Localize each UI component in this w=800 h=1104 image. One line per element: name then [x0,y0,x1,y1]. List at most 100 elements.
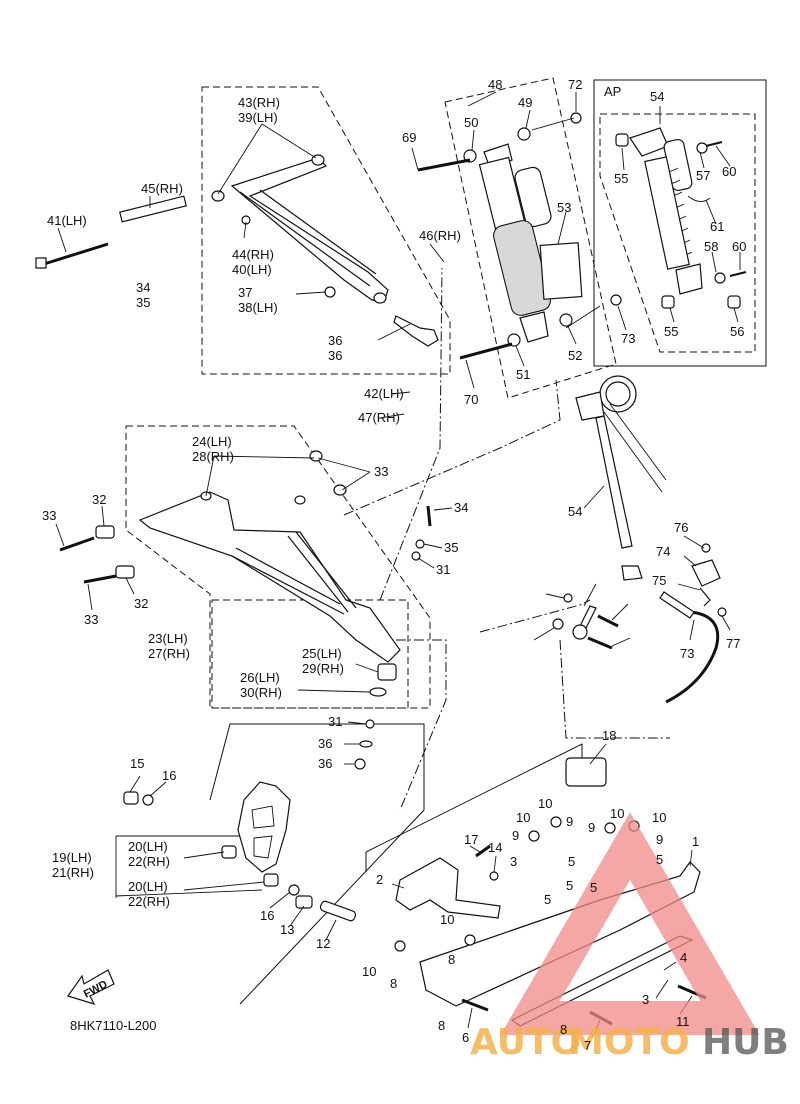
bushing-25 [377,663,397,681]
callout-14: 13 [280,922,294,937]
washer-67b [610,294,622,306]
callout-8b: 8 [390,976,397,991]
bolt-74 [587,636,613,650]
callout-72: 77 [726,636,740,651]
bolt-65 [417,158,471,172]
ski-mount-18 [565,757,607,787]
callout-10c: 10 [652,810,666,825]
callout-68: 73 [680,646,694,661]
guide-spindle-left [360,639,447,811]
callout-27: 27(RH) [148,646,190,661]
cable-68-end [659,591,695,619]
lower-arm-body [138,491,401,663]
callout-17: 17 [464,832,478,847]
callout-19: 19(LH) [52,850,92,865]
bushing-32b [115,565,135,579]
callout-labels: AP 8HK7110-L200 43(RH) 39(LH) 45(RH) 41(… [42,77,746,1053]
lower-arm-bushing-mid [294,495,306,505]
lower-a-arm [59,450,432,770]
callout-71: 76 [674,520,688,535]
lower-arm-hardware-box [211,599,409,709]
callout-18: 18 [602,728,616,743]
callout-36a: 35 [444,540,458,555]
cable-68 [665,610,720,704]
washer-26 [369,687,387,697]
callout-1: 1 [692,834,699,849]
callout-64: 61 [710,219,724,234]
lower-arm-group-box [125,425,431,709]
callout-44: 36 [328,348,342,363]
spindle-pockets [251,805,275,859]
bolt-71 [701,543,711,553]
fwd-arrow-shape [67,969,115,1005]
nut-77 [563,593,573,603]
shock-bushing-54b [517,127,531,141]
fwd-label: FWD [82,978,110,1000]
callout-11: 11 [676,1014,690,1029]
ap-bolt-63a [705,141,723,147]
upper-arm-pivot-shaft-48 [119,195,187,223]
callout-33b: 33 [84,612,98,627]
ap-bolt-63b [729,271,747,277]
callout-70: 75 [652,573,666,588]
callout-63b: 60 [732,239,746,254]
callout-7: 7 [584,1038,591,1053]
bolt-33b [83,574,117,584]
watermark-text-moto: MOTO [568,1022,690,1063]
callout-36b: 36 [318,736,332,751]
callout-8a: 8 [448,952,455,967]
callout-5a: 5 [568,854,575,869]
callout-55a: 51 [516,367,530,382]
bolt-76 [597,614,619,628]
callout-5c: 5 [566,878,573,893]
callout-15: 15 [130,756,144,771]
callout-39: 36 [328,333,342,348]
washer-36b [359,740,373,748]
watermark-triangle [500,812,760,1035]
callout-47: 40(LH) [232,262,272,277]
callout-61: 57 [696,168,710,183]
nut-10c [528,830,540,842]
bracket-69 [691,559,721,587]
shock-bushing-55b [559,313,573,327]
watermark-text-auto: AUTO [470,1022,581,1063]
ap-shock [615,127,747,309]
callout-58: 54 [650,89,664,104]
callout-67a: 72 [568,77,582,92]
watermark-text-hub: HUB [702,1022,789,1063]
callout-59: 55 [614,171,628,186]
bushing-32a [95,525,115,539]
washer-36 [415,539,425,549]
leader-lines [55,91,741,1039]
ap-shock-body [644,156,690,270]
callout-9c: 9 [656,832,663,847]
callout-10a: 10 [538,796,552,811]
clip-70 [699,587,711,607]
watermark: AUTO MOTO HUB [470,812,789,1063]
upper-arm-pivot-ball [373,292,387,304]
callout-29: 29(RH) [302,661,344,676]
callout-43: 35 [136,295,150,310]
callout-8d: 8 [560,1022,567,1037]
diagram-code: 8HK7110-L200 [70,1018,157,1033]
upper-arm-bushing-rear [211,190,225,202]
nut-10a [394,940,406,952]
pin-17 [475,844,491,858]
callout-16b: 16 [260,908,274,923]
ap-bushing-60b [727,295,741,309]
bushing-20a [221,845,237,859]
shock-sleeve-56 [539,242,583,300]
column-57-head [575,391,605,421]
ap-washer-62 [714,272,726,284]
callout-35: 34 [454,500,468,515]
callout-5e: 5 [544,892,551,907]
bushing-15 [123,791,139,805]
front-shock [417,112,622,360]
callout-42: 44(RH) [232,247,274,262]
callout-52: 47(RH) [358,410,400,425]
callout-20b: 20(LH) [128,879,168,894]
ski-handle-2 [395,857,501,919]
guide-cable [559,639,670,739]
nut-75 [552,618,564,630]
column-57-shaft [595,415,633,549]
